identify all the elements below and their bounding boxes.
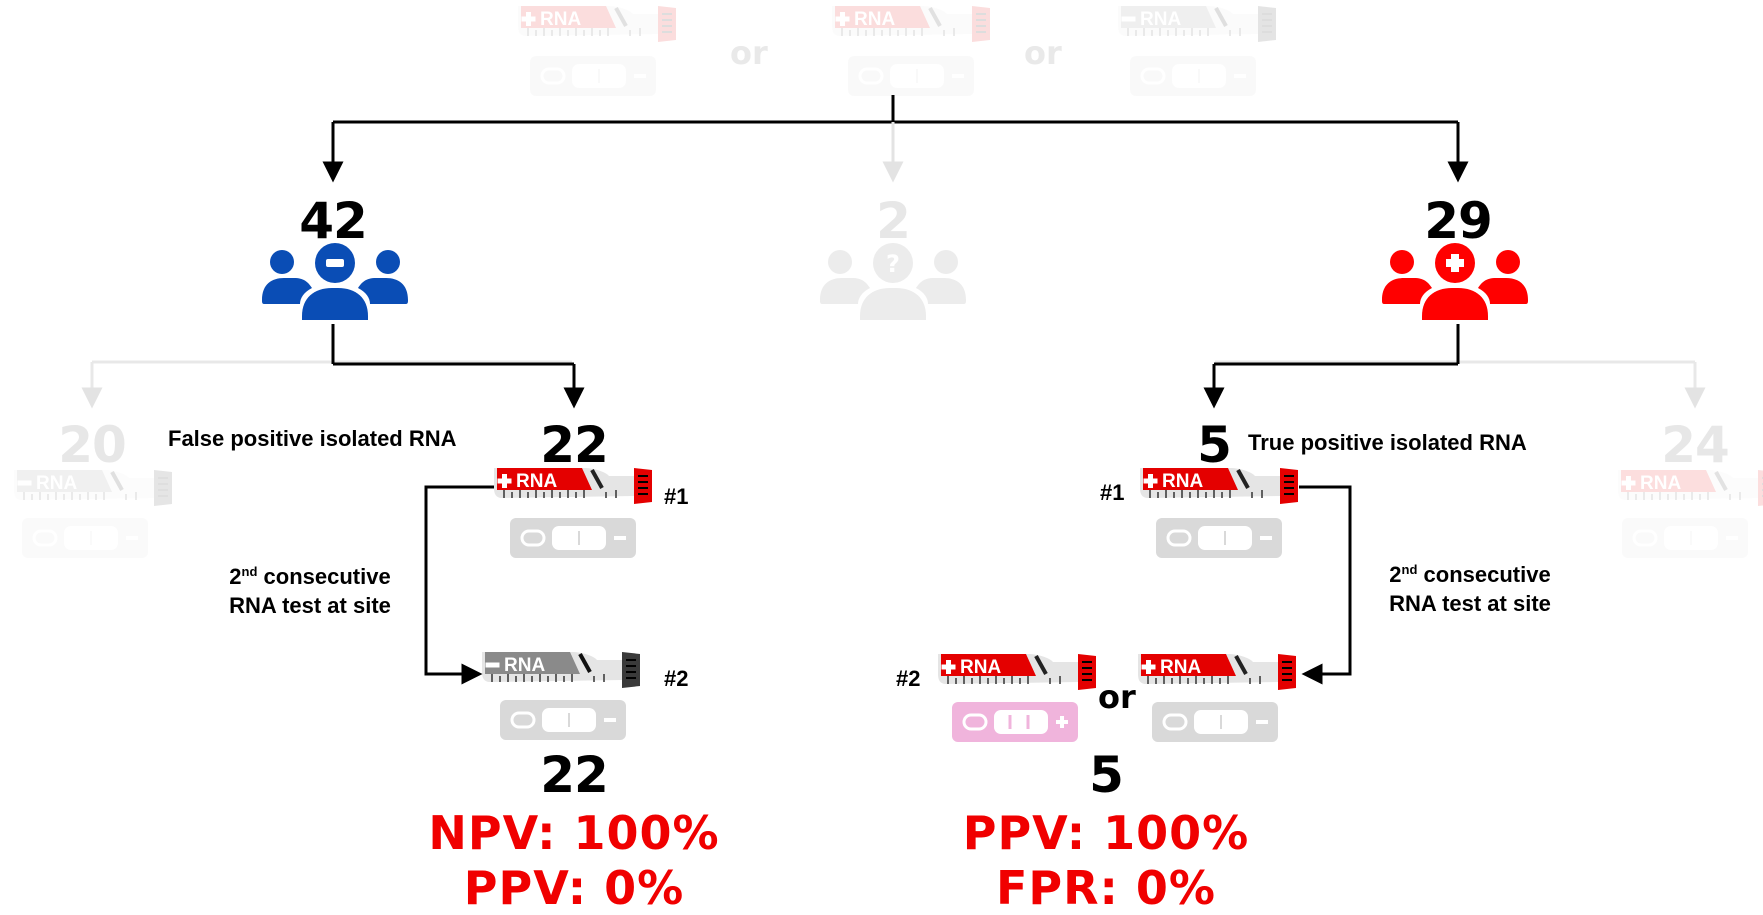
svg-text:?: ? (886, 250, 900, 278)
right-test-2a (936, 652, 1098, 744)
left-retest-note: 2nd consecutive RNA test at site (229, 564, 391, 618)
left-metric-1: NPV: 100% (428, 806, 720, 860)
top-test-options (516, 4, 1278, 98)
right-faded-count: 24 (1661, 416, 1730, 474)
left-test-2 (480, 650, 642, 742)
faded-side-tests (12, 468, 1763, 560)
group-minus-icon (262, 243, 408, 320)
top-or-2: or (1024, 34, 1062, 72)
right-retest-note: 2nd consecutive RNA test at site (1389, 562, 1551, 616)
right-final-count: 5 (1089, 746, 1124, 804)
right-metric-1: PPV: 100% (962, 806, 1250, 860)
left-retest-arrow (424, 485, 494, 685)
left-final-count: 22 (540, 746, 609, 804)
branch-lines (81, 324, 1706, 409)
right-test-1 (1138, 466, 1300, 560)
top-or-1: or (730, 34, 768, 72)
right-retest-arrow (1299, 485, 1352, 685)
left-test-1 (492, 466, 654, 560)
right-test-2b (1136, 652, 1298, 744)
right-test2-tag: #2 (896, 666, 921, 691)
top-split-lines (322, 95, 1469, 183)
left-faded-count: 20 (58, 416, 127, 474)
positive-count: 29 (1424, 192, 1493, 250)
group-question-icon: ? (820, 243, 966, 320)
negative-count: 42 (299, 192, 368, 250)
right-branch-label: True positive isolated RNA (1248, 430, 1527, 455)
left-branch-label: False positive isolated RNA (168, 426, 457, 451)
right-or: or (1098, 678, 1136, 716)
left-branch-count: 22 (540, 416, 609, 474)
left-test1-tag: #1 (664, 484, 689, 509)
right-branch-count: 5 (1197, 416, 1232, 474)
right-test1-tag: #1 (1100, 480, 1125, 505)
right-metric-2: FPR: 0% (995, 861, 1217, 915)
group-plus-icon (1382, 243, 1528, 320)
left-test2-tag: #2 (664, 666, 689, 691)
left-metric-2: PPV: 0% (463, 861, 685, 915)
indeterminate-count: 2 (876, 192, 911, 250)
